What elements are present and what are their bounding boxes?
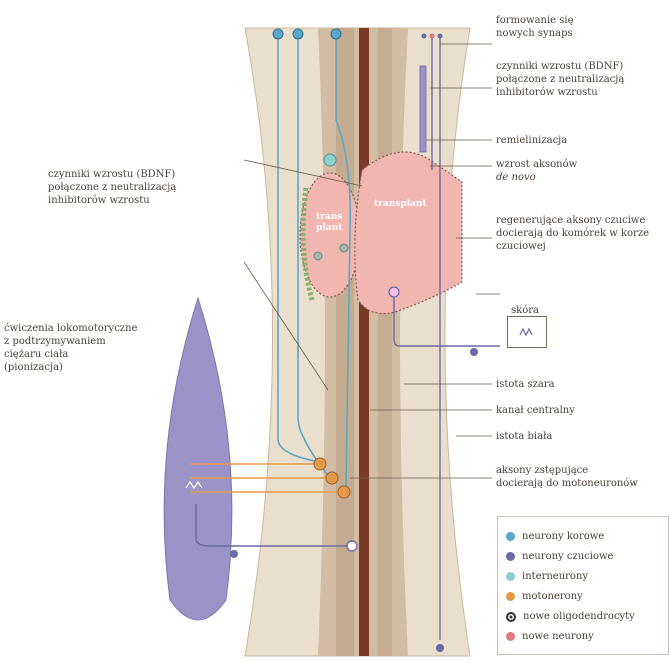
legend-label: nowe neurony xyxy=(522,631,594,642)
legend-item: interneurony xyxy=(506,571,588,585)
legend-swatch-icon xyxy=(506,572,515,581)
gray-stripe-left xyxy=(336,28,354,656)
label-skin: skóra xyxy=(511,305,539,316)
interneuron xyxy=(324,154,336,166)
label-descending: aksony zstępujące docierają do motoneuro… xyxy=(496,464,638,490)
sensory-neuron-muscle xyxy=(230,550,238,558)
label-locomotor: ćwiczenia lokomotoryczne z podtrzymywani… xyxy=(4,322,137,374)
sensory-neuron-skin xyxy=(389,287,399,297)
legend-swatch-icon xyxy=(506,592,515,601)
legend-item: neurony czuciowe xyxy=(506,551,613,565)
central-canal xyxy=(359,28,369,656)
legend-label: interneurony xyxy=(522,571,588,582)
gray-stripe-right xyxy=(378,28,392,656)
legend-item: nowe neurony xyxy=(506,631,594,645)
legend: neurony korowe neurony czuciowe interneu… xyxy=(497,516,669,655)
label-synapses: formowanie się nowych synaps xyxy=(496,14,574,40)
legend-ring-icon xyxy=(506,612,516,622)
top-dot-3 xyxy=(438,34,443,39)
oligodendrocyte-bar xyxy=(420,66,426,152)
motoneuron-2 xyxy=(326,472,338,484)
label-gray-matter: istota szara xyxy=(496,378,555,391)
legend-label: neurony czuciowe xyxy=(522,551,613,562)
label-transplant-left: trans plant xyxy=(316,212,342,234)
label-transplant-right: transplant xyxy=(374,198,427,211)
skin-receptor-icon xyxy=(508,317,546,347)
interneuron-small-1 xyxy=(314,252,322,260)
label-bdnf-right: czynniki wzrostu (BDNF) połączone z neut… xyxy=(496,60,624,99)
label-white-matter: istota biała xyxy=(496,430,552,443)
top-dot-1 xyxy=(422,34,427,39)
legend-label: neurony korowe xyxy=(522,531,604,542)
motoneuron-3 xyxy=(338,486,350,498)
label-remyelination: remielinizacja xyxy=(496,134,567,147)
motoneuron-1 xyxy=(314,458,326,470)
legend-item: motonerony xyxy=(506,591,583,605)
legend-label: motonerony xyxy=(522,591,583,602)
sensory-neuron-cord xyxy=(347,541,357,551)
legend-swatch-icon xyxy=(506,632,515,641)
transplant-right-graft xyxy=(355,152,462,314)
legend-label: nowe oligodendrocyty xyxy=(523,611,635,622)
legend-item: nowe oligodendrocyty xyxy=(506,611,635,625)
cortical-neuron-2 xyxy=(293,29,303,39)
sensory-neuron-ganglion xyxy=(470,348,478,356)
label-de-novo: de novo xyxy=(496,171,536,184)
legend-swatch-icon xyxy=(506,532,515,541)
top-dot-2 xyxy=(430,34,435,39)
skin-box xyxy=(507,316,547,348)
label-bdnf-left: czynniki wzrostu (BDNF) połączone z neut… xyxy=(48,168,176,207)
cortical-neuron-3 xyxy=(331,29,341,39)
cortical-neuron-1 xyxy=(273,29,283,39)
legend-item: neurony korowe xyxy=(506,531,604,545)
label-central-canal: kanał centralny xyxy=(496,404,575,417)
sensory-neuron-bottom xyxy=(436,644,444,652)
legend-swatch-icon xyxy=(506,552,515,561)
label-regenerating: regenerujące aksony czuciwe docierają do… xyxy=(496,214,649,253)
muscle xyxy=(164,298,232,620)
interneuron-small-2 xyxy=(340,244,348,252)
label-axon-growth: wzrost aksonów xyxy=(496,158,577,171)
